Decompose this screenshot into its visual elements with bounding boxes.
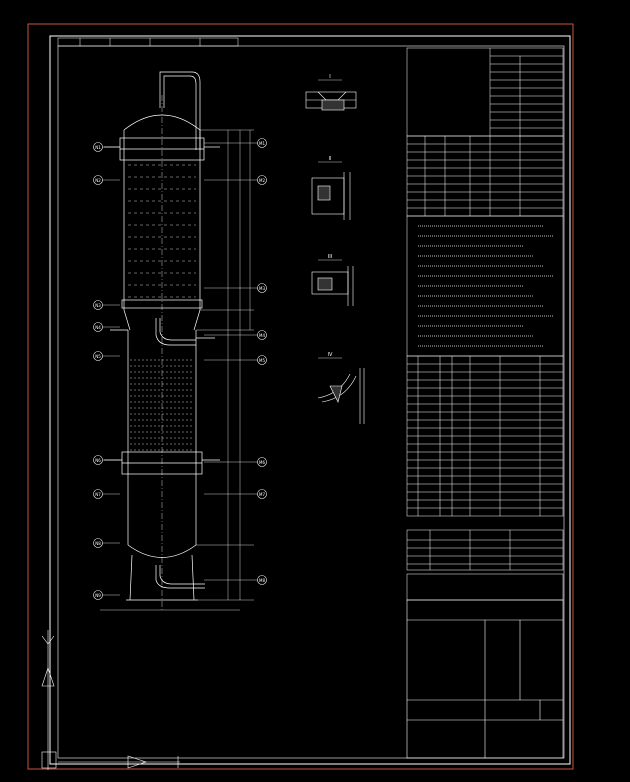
nozzle-tag-label: N3 — [95, 303, 101, 308]
nozzle-tag: M5 — [204, 355, 267, 365]
nozzle-tag: M3 — [204, 283, 267, 293]
margin-strip — [57, 45, 565, 759]
spec-tables — [406, 47, 564, 601]
nozzle-tag: M7 — [204, 489, 267, 499]
nozzle-tag-label: N7 — [95, 492, 101, 497]
nozzle-tag-label: M7 — [259, 492, 265, 497]
nozzle-tag: N1 — [93, 142, 120, 152]
nozzle-tag: N9 — [93, 590, 120, 600]
nozzle-tag: N3 — [93, 300, 120, 310]
nozzle-tag: M6 — [204, 457, 267, 467]
nozzle-tag-label: M5 — [259, 358, 265, 363]
dimension-lines — [100, 129, 254, 611]
vessel-elevation — [104, 71, 220, 610]
nozzle-tag: N2 — [93, 175, 120, 185]
detail-title: I — [329, 74, 330, 80]
nozzle-tag: M8 — [204, 575, 267, 585]
nozzle-tag-label: M2 — [259, 178, 265, 183]
nozzle-tag-label: N8 — [95, 541, 101, 546]
nozzle-tag-label: M8 — [259, 578, 265, 583]
nozzle-tag: M2 — [204, 175, 267, 185]
nozzle-tag-label: N6 — [95, 458, 101, 463]
nozzle-tag: N4 — [93, 322, 120, 332]
nozzle-tag-label: N4 — [95, 325, 101, 330]
detail-title: IV — [328, 352, 333, 358]
nozzle-tag-label: M3 — [259, 286, 265, 291]
nozzle-tag: N8 — [93, 538, 120, 548]
detail-views — [305, 91, 365, 424]
title-block — [406, 599, 564, 759]
nozzle-tag: N5 — [93, 351, 120, 361]
nozzle-tag-label: N1 — [95, 145, 101, 150]
nozzle-tag-label: N5 — [95, 354, 101, 359]
detail-title: III — [328, 254, 332, 260]
detail-title: II — [329, 156, 332, 162]
nozzle-tag-label: M6 — [259, 460, 265, 465]
tray-lines — [128, 164, 196, 451]
nozzle-tag-label: M1 — [259, 141, 265, 146]
nozzle-tag-label: N2 — [95, 178, 101, 183]
nozzle-tag: M1 — [204, 138, 267, 148]
outer-frame — [27, 23, 574, 770]
nozzle-tag: N7 — [93, 489, 120, 499]
nozzle-tag: M4 — [204, 330, 267, 340]
nozzle-tag-label: N9 — [95, 593, 101, 598]
nozzle-tag: N6 — [93, 455, 120, 465]
margin-symbols — [41, 630, 180, 770]
inner-frame — [49, 35, 571, 765]
top-strip — [57, 37, 239, 47]
nozzle-tag-label: M4 — [259, 333, 265, 338]
